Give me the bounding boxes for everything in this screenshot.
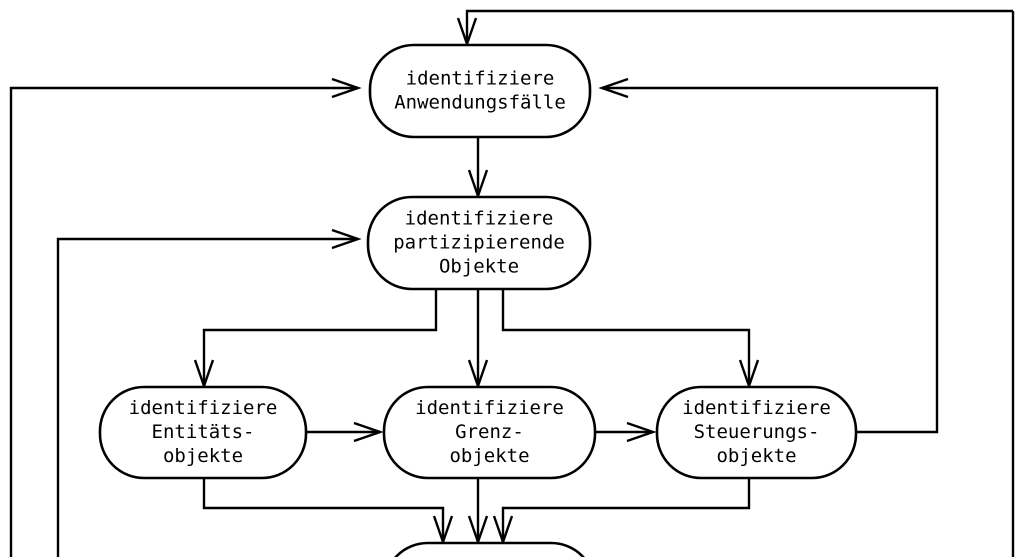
edge-entity-to-bottom bbox=[202, 478, 454, 546]
edge-control-back-to-use-cases bbox=[598, 77, 939, 434]
node-bottom-partial[interactable] bbox=[384, 541, 595, 557]
edge-left-outer-into-use-cases bbox=[9, 77, 362, 557]
edge-use-cases-to-participating bbox=[467, 137, 489, 200]
node-label-line: Anwendungsfälle bbox=[394, 92, 566, 114]
edges-layer bbox=[9, 9, 1015, 557]
node-label-line: identifiziere bbox=[405, 208, 554, 230]
node-label-line: Grenz- bbox=[455, 421, 524, 443]
node-label-line: identifiziere bbox=[415, 397, 564, 419]
node-label-line: objekte bbox=[449, 445, 529, 467]
edge-boundary-to-bottom bbox=[467, 478, 489, 546]
edge-entity-to-boundary bbox=[305, 421, 384, 443]
node-label-line: objekte bbox=[716, 445, 796, 467]
edge-left-inner-into-participating bbox=[56, 228, 362, 557]
node-label-line: objekte bbox=[163, 445, 243, 467]
edge-control-to-bottom bbox=[492, 478, 751, 546]
node-label-line: Entitäts- bbox=[152, 421, 255, 443]
node-label-line: identifiziere bbox=[682, 397, 831, 419]
node-label-line: identifiziere bbox=[406, 68, 555, 90]
node-label-line: Objekte bbox=[439, 256, 519, 278]
edge-top-return-into-use-cases bbox=[456, 9, 1013, 48]
edge-participating-to-entity bbox=[193, 289, 438, 390]
edge-participating-to-boundary bbox=[467, 289, 489, 390]
edge-participating-to-control bbox=[501, 289, 760, 390]
nodes-layer: identifiziereAnwendungsfälleidentifizier… bbox=[98, 43, 858, 557]
node-label-line: partizipierende bbox=[393, 232, 565, 254]
node-label-line: Steuerungs- bbox=[694, 421, 820, 443]
edge-boundary-to-control bbox=[595, 421, 657, 443]
node-label-line: identifiziere bbox=[129, 397, 278, 419]
